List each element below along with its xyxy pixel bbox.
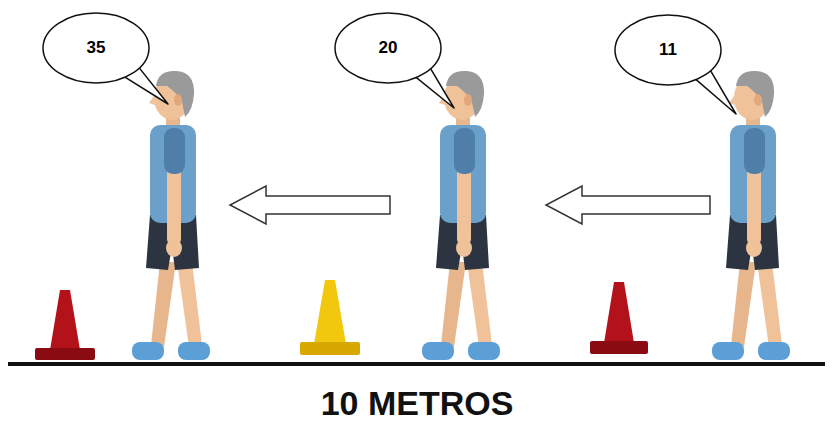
speech-bubble: 20 <box>334 12 442 84</box>
walking-man <box>132 71 210 360</box>
distance-label: 10 METROS <box>321 384 514 423</box>
red-cone <box>35 290 95 360</box>
bubble-number: 35 <box>87 38 106 58</box>
ground-line <box>8 362 825 366</box>
walking-man <box>712 71 790 360</box>
red-cone <box>590 282 648 354</box>
direction-arrow <box>230 186 390 224</box>
walking-man <box>422 71 500 360</box>
speech-bubble: 35 <box>42 12 150 84</box>
bubble-number: 11 <box>659 40 677 60</box>
bubble-number: 20 <box>379 38 398 58</box>
speech-bubble: 11 <box>614 14 722 86</box>
yellow-cone <box>300 280 360 355</box>
direction-arrow <box>546 186 710 224</box>
